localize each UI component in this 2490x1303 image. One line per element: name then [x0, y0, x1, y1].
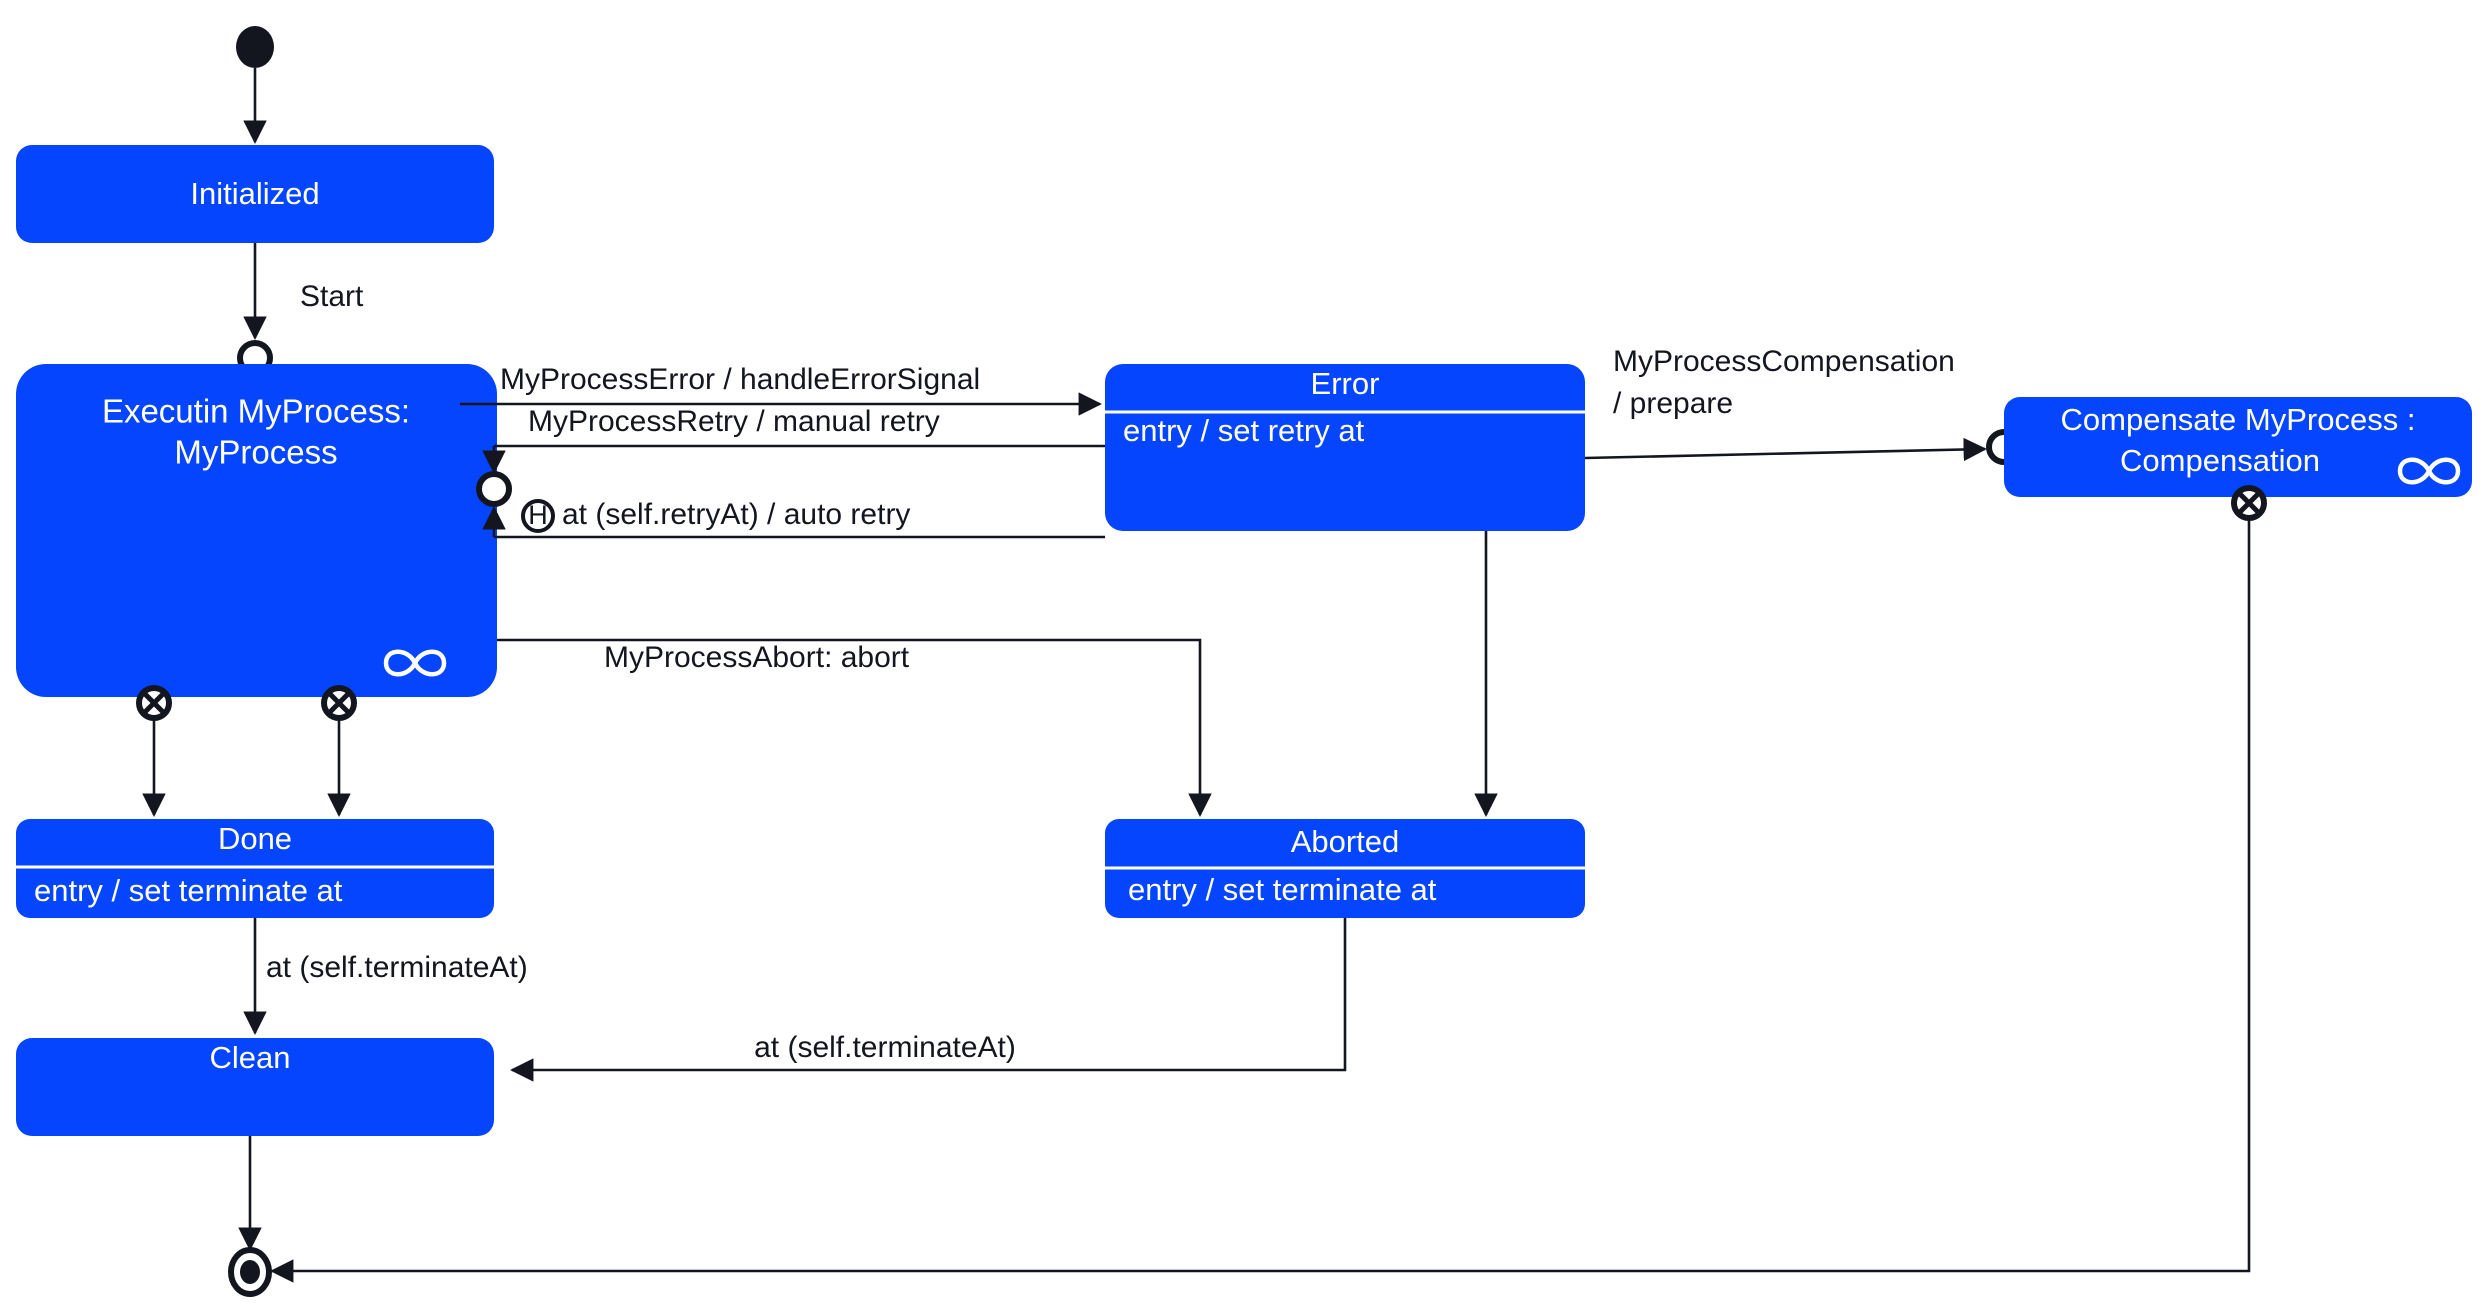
final-state-outer-ring: [228, 1247, 272, 1297]
edge-label-abort: MyProcessAbort: abort: [604, 641, 910, 674]
state-compensate-title: Compensate MyProcess :: [2061, 402, 2416, 437]
final-state-node[interactable]: [228, 1247, 272, 1297]
edge-label-aborted-terminate: at (self.terminateAt): [754, 1031, 1016, 1064]
entry-point-executing-right[interactable]: [476, 471, 512, 507]
history-letter: H: [528, 500, 548, 530]
infinity-icon-compensate: [2397, 457, 2461, 485]
state-initialized-box: [16, 145, 494, 243]
initial-state-icon: [236, 26, 274, 68]
state-done-body: entry / set terminate at: [34, 873, 343, 908]
state-error[interactable]: Error entry / set retry at: [1105, 364, 1585, 531]
edge-label-process-retry: MyProcessRetry / manual retry: [528, 405, 940, 438]
state-compensate-box: [2004, 397, 2472, 497]
edge-compensate-to-final: [270, 518, 2251, 1283]
state-clean[interactable]: Clean: [16, 1038, 494, 1136]
state-compensate-title-line2: Compensation: [2120, 443, 2320, 478]
state-executing[interactable]: Executin MyProcess: MyProcess: [16, 364, 497, 697]
exit-point-executing-left[interactable]: [136, 685, 172, 721]
edge-aborted-to-clean: [510, 918, 1347, 1082]
state-aborted-body: entry / set terminate at: [1128, 872, 1437, 907]
state-initialized[interactable]: Initialized: [16, 145, 494, 243]
exit-point-compensate[interactable]: [2231, 485, 2267, 521]
initial-state-node[interactable]: [236, 26, 274, 68]
edge-label-compensation: MyProcessCompensation: [1613, 345, 1955, 378]
state-executing-box: [16, 364, 497, 697]
state-clean-title: Clean: [210, 1040, 291, 1075]
state-error-title: Error: [1311, 366, 1380, 401]
shallow-history-icon: H: [521, 499, 555, 533]
edge-error-to-compensate: [1584, 437, 1987, 462]
state-done-title: Done: [218, 821, 292, 856]
final-state-inner-dot: [240, 1260, 260, 1284]
state-executing-title-line2: MyProcess: [174, 434, 337, 471]
state-executing-title: Executin MyProcess:: [102, 393, 410, 430]
infinity-icon-executing: [383, 649, 447, 677]
edge-label-process-error: MyProcessError / handleErrorSignal: [500, 363, 980, 396]
state-initialized-title: Initialized: [190, 176, 319, 211]
state-done[interactable]: Done entry / set terminate at: [16, 819, 494, 918]
edge-label-auto-retry: at (self.retryAt) / auto retry: [562, 498, 910, 531]
state-aborted-title: Aborted: [1291, 824, 1400, 859]
edge-executing-to-aborted: [497, 638, 1212, 817]
edge-label-start: Start: [300, 280, 364, 313]
state-compensate[interactable]: Compensate MyProcess : Compensation: [2004, 397, 2472, 497]
edge-label-compensation-line2: / prepare: [1613, 387, 1733, 420]
exit-point-executing-right[interactable]: [321, 685, 357, 721]
state-error-body: entry / set retry at: [1123, 413, 1365, 448]
edge-label-done-terminate: at (self.terminateAt): [266, 951, 528, 984]
state-clean-box: [16, 1038, 494, 1136]
state-error-box: [1105, 364, 1585, 531]
state-aborted[interactable]: Aborted entry / set terminate at: [1105, 819, 1585, 918]
